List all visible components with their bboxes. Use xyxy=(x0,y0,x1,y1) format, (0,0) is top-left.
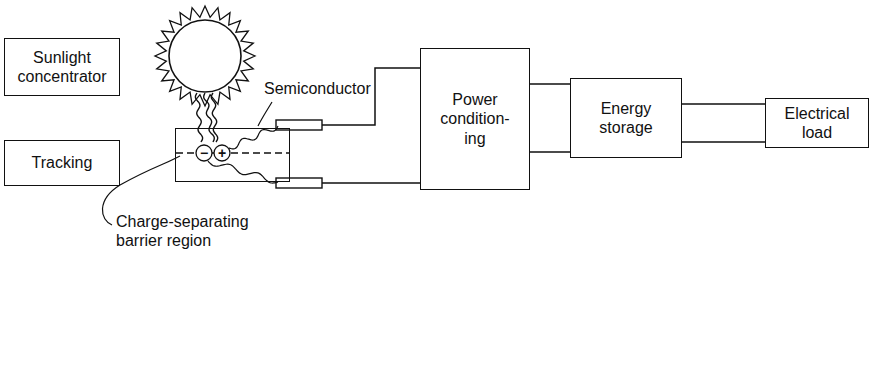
part-label: Semiconductor xyxy=(264,79,371,98)
process-box: Sunlight concentrator xyxy=(4,38,120,96)
box-label: Energy storage xyxy=(581,99,671,137)
leader-line xyxy=(258,102,272,126)
process-box: Electrical load xyxy=(765,98,869,148)
charge-sign: − xyxy=(196,146,212,160)
callout-label: Charge-separating barrier region xyxy=(116,212,256,250)
wire-pair xyxy=(682,104,765,142)
semiconductor-block: Semiconductor xyxy=(175,128,290,182)
process-box: Tracking xyxy=(4,140,120,186)
process-box: Power condition-ing xyxy=(420,48,530,190)
sun-symbol xyxy=(155,6,255,106)
hole-symbol xyxy=(214,145,230,161)
wire-pair xyxy=(530,84,570,152)
box-label: Electrical load xyxy=(776,104,858,142)
contact xyxy=(276,178,322,188)
carrier-paths xyxy=(208,126,278,183)
box-label: Sunlight concentrator xyxy=(15,48,109,86)
process-box: Energy storage xyxy=(570,78,682,158)
barrier-line xyxy=(176,152,289,153)
box-label: Power condition-ing xyxy=(431,90,519,148)
light-rays xyxy=(195,93,217,142)
charge-sign: + xyxy=(214,146,230,160)
electron-symbol xyxy=(196,145,212,161)
box-label: Tracking xyxy=(32,153,93,172)
